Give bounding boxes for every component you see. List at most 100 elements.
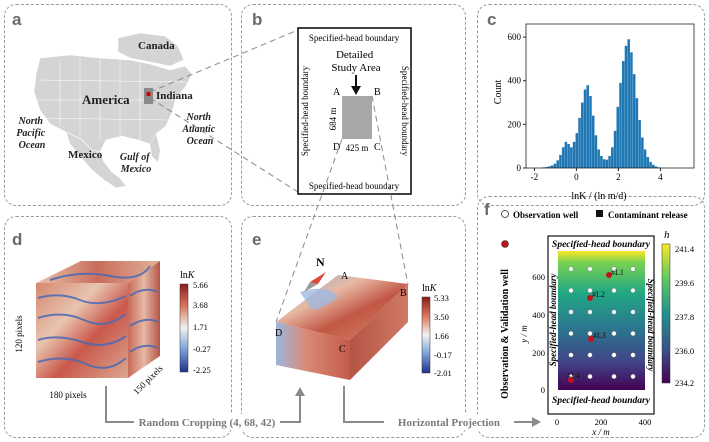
validation-well: [587, 295, 593, 301]
cube-colorbar-title: lnK: [180, 270, 196, 281]
map-usa: Canada America Indiana North Pacific Oce…: [16, 32, 216, 189]
legend-release-marker: [596, 210, 603, 217]
observation-well: [630, 288, 636, 294]
cube-colorbar: [179, 283, 189, 373]
histogram-bar: [575, 133, 579, 168]
histogram-bar: [583, 89, 587, 168]
side-title-marker: [501, 240, 509, 248]
y-tick-label: 200: [508, 119, 522, 129]
x-tick-label: 4: [658, 172, 663, 182]
histogram-bar: [611, 147, 614, 168]
y-tick: 0: [541, 385, 545, 395]
field-x-ticks: 0 200 400: [555, 417, 652, 427]
lnk-cube-3d: 120 pixels 180 pixels 150 pixels lnK 5.6…: [14, 261, 211, 400]
projection-arrow-label: Horizontal Projection: [398, 417, 500, 429]
panel-d-label: d: [12, 230, 23, 249]
field-border: [547, 235, 655, 415]
block-corner-A: A: [341, 271, 349, 282]
x-tick-label: -2: [531, 172, 539, 182]
block-colorbar-tick: 1.66: [434, 331, 449, 341]
block-low-k-zone: [300, 288, 338, 310]
label-mexico: Mexico: [68, 149, 103, 161]
head-colorbar-tick: 239.6: [675, 278, 694, 288]
cube-height-label: 120 pixels: [14, 315, 24, 353]
corner-B: B: [374, 87, 381, 98]
histogram-ylabel: Count: [493, 80, 504, 105]
field-top-boundary: Specified-head boundary: [552, 240, 651, 250]
histogram-bar: [553, 163, 557, 168]
histogram-bar: [608, 156, 611, 168]
histogram-bar: [581, 102, 584, 168]
block-side-face: [350, 284, 408, 380]
cube-colorbar-tick: -2.25: [193, 365, 211, 375]
histogram-bar: [556, 160, 559, 168]
observation-well: [568, 331, 574, 337]
panel-b-label: b: [252, 10, 263, 29]
observation-well: [587, 352, 593, 358]
x-tick: 200: [595, 417, 608, 427]
observation-well: [568, 352, 574, 358]
histogram-bar: [649, 161, 652, 168]
panel-c-label: c: [487, 10, 497, 29]
x-tick: 400: [639, 417, 652, 427]
histogram-bar: [632, 74, 636, 168]
head-field-panel: Observation well Contaminant release Obs…: [500, 210, 695, 437]
histogram-bar: [591, 115, 595, 168]
histogram-bar: [624, 45, 628, 169]
block-corner-D: D: [275, 328, 282, 339]
histogram-bar: [600, 156, 603, 168]
validation-well-label: #L2: [592, 290, 605, 299]
block-colorbar-tick: -2.01: [434, 368, 452, 378]
observation-well: [611, 288, 617, 294]
observation-well: [587, 288, 593, 294]
bottom-boundary-label: Specified-head boundary: [309, 181, 400, 191]
histogram-bar: [643, 149, 647, 168]
histogram-xlabel: lnK / (ln m/d): [571, 191, 626, 202]
y-tick-label: 600: [508, 32, 522, 42]
cube-colorbar-tick: 1.71: [193, 322, 208, 332]
side-title: Observation & Validation well: [500, 269, 511, 399]
histogram-bar: [627, 39, 630, 168]
observation-well: [568, 288, 574, 294]
head-colorbar-tick: 237.8: [675, 312, 694, 322]
block-corner-B: B: [400, 288, 407, 299]
block-colorbar-tick: 3.50: [434, 312, 449, 322]
study-area-title: Detailed Study Area: [331, 49, 380, 74]
cube-colorbar-tick: 5.66: [193, 280, 208, 290]
histogram-bar: [605, 159, 609, 168]
histogram-bar: [613, 130, 617, 168]
legend-obs-marker: [501, 210, 509, 218]
observation-well: [587, 266, 593, 272]
mexico-land: [65, 131, 127, 189]
histogram-bar: [548, 166, 551, 168]
cropped-block-3d: N A B C D lnK 5.33 3.50 1.66 -0.17 -2.01: [275, 255, 452, 380]
north-arrow-red: [310, 272, 326, 284]
histogram-bar: [646, 157, 650, 168]
label-america: America: [82, 92, 130, 107]
field-right-boundary: Specified-head boundary: [646, 279, 656, 373]
histogram-frame: [525, 23, 695, 169]
block-colorbar-tick: 5.33: [434, 293, 449, 303]
field-y-ticks: 0 200 400 600: [532, 272, 545, 395]
histogram-bar: [559, 154, 562, 168]
histogram-bar: [638, 120, 641, 168]
zoom-lines-a-b: [149, 29, 299, 193]
head-colorbar-tick: 234.2: [675, 378, 694, 388]
block-front-face: [276, 322, 350, 380]
canada-land: [117, 32, 185, 67]
validation-well-label: #L3: [593, 331, 606, 340]
observation-well: [611, 331, 617, 337]
observation-wells: [568, 266, 636, 380]
crop-arrow: Random Cropping (4, 68, 42): [105, 386, 305, 430]
observation-well: [630, 266, 636, 272]
left-boundary-label: Specified-head boundary: [300, 65, 310, 156]
head-colorbar-tick: 241.4: [675, 244, 695, 254]
top-boundary-label: Specified-head boundary: [309, 33, 400, 43]
panel-a-frame: [4, 4, 232, 206]
y-tick-label: 0: [517, 163, 522, 173]
histogram-bar: [567, 144, 570, 168]
validation-well: [588, 336, 594, 342]
panel-c-frame: [477, 4, 705, 206]
observation-well: [587, 374, 593, 380]
